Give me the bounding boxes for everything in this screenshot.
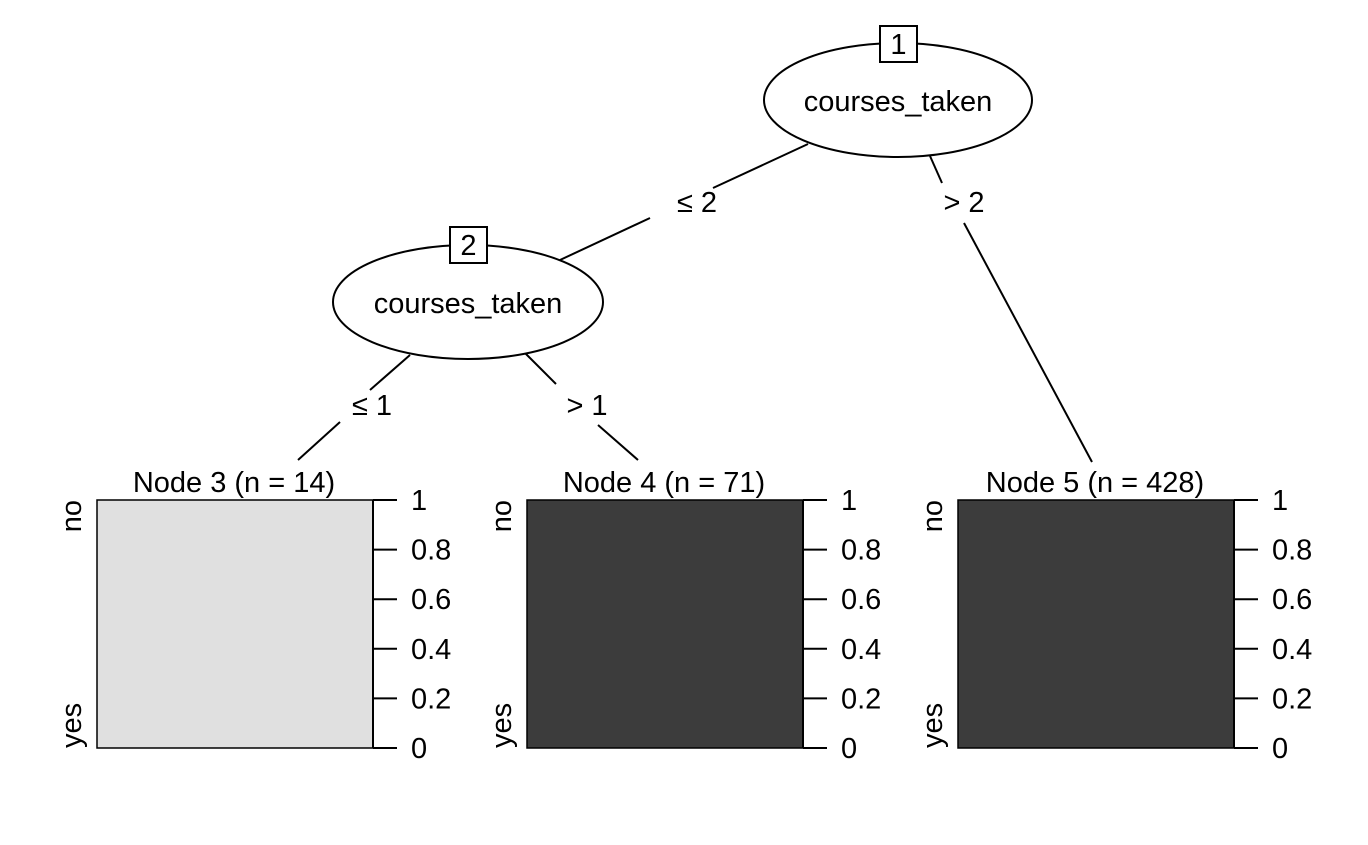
axis-tick-label: 0.4 — [411, 634, 451, 666]
inner-node-1: courses_taken 1 — [763, 25, 1033, 158]
axis-tick-label: 0.4 — [1272, 634, 1312, 666]
node-variable-label: courses_taken — [804, 86, 993, 118]
axis-tick-label: 1 — [841, 485, 857, 517]
axis-tick-label: 0.4 — [841, 634, 881, 666]
terminal-node-title: Node 3 (n = 14) — [133, 467, 335, 499]
class-label-yes: yes — [486, 703, 518, 748]
terminal-node-title: Node 4 (n = 71) — [563, 467, 765, 499]
axis-tick-label: 0 — [1272, 733, 1288, 765]
edge-2-to-3-upper — [369, 354, 411, 391]
class-label-no: no — [917, 500, 949, 532]
node-id-box — [879, 25, 918, 63]
edge-2-to-4-lower — [597, 424, 639, 461]
edge-1-to-5-upper — [929, 155, 943, 184]
edge-label-1-right: > 2 — [943, 187, 984, 219]
edge-1-to-5-lower — [963, 222, 1093, 463]
axis-tick-label: 1 — [411, 485, 427, 517]
axis-tick-label: 0.8 — [1272, 535, 1312, 567]
axis-tick-label: 0.6 — [1272, 584, 1312, 616]
class-label-yes: yes — [917, 703, 949, 748]
axis-tick-label: 0 — [841, 733, 857, 765]
class-label-no: no — [56, 500, 88, 532]
axis-tick-label: 0.2 — [1272, 683, 1312, 715]
edge-1-to-2-lower — [559, 217, 651, 261]
terminal-node-5: Node 5 (n = 428) no yes 0 0.2 0.4 0.6 0.8 1 — [917, 467, 1312, 765]
terminal-node-4: Node 4 (n = 71) no yes 0 0.2 0.4 0.6 0.8 1 — [486, 467, 881, 765]
axis-tick-label: 0.2 — [411, 683, 451, 715]
inner-node-2: courses_taken 2 — [332, 226, 604, 360]
node-id-label: 2 — [460, 230, 476, 262]
edge-label-2-left: ≤ 1 — [352, 390, 392, 422]
class-label-no: no — [486, 500, 518, 532]
terminal-node-title: Node 5 (n = 428) — [986, 467, 1204, 499]
terminal-node-3: Node 3 (n = 14) no yes 0 0.2 0.4 0.6 0.8 1 — [56, 467, 451, 765]
bar-segment-yes — [527, 500, 803, 748]
bar-segment-yes — [958, 500, 1234, 748]
axis-tick-label: 0.6 — [841, 584, 881, 616]
axis-tick-label: 0.8 — [841, 535, 881, 567]
tree-edges — [297, 143, 1093, 463]
edge-label-1-left: ≤ 2 — [677, 187, 717, 219]
axis-tick-label: 0.2 — [841, 683, 881, 715]
bar-segment-no — [97, 500, 373, 748]
axis-tick-label: 0.8 — [411, 535, 451, 567]
edge-label-2-right: > 1 — [566, 390, 607, 422]
edge-2-to-4-upper — [524, 352, 557, 385]
node-variable-label: courses_taken — [374, 288, 563, 320]
axis-tick-label: 0 — [411, 733, 427, 765]
node-id-box — [449, 226, 488, 264]
axis-tick-label: 1 — [1272, 485, 1288, 517]
class-label-yes: yes — [56, 703, 88, 748]
edge-1-to-2-upper — [712, 143, 809, 189]
axis-tick-label: 0.6 — [411, 584, 451, 616]
edge-2-to-3-lower — [297, 421, 341, 461]
node-id-label: 1 — [890, 29, 906, 61]
